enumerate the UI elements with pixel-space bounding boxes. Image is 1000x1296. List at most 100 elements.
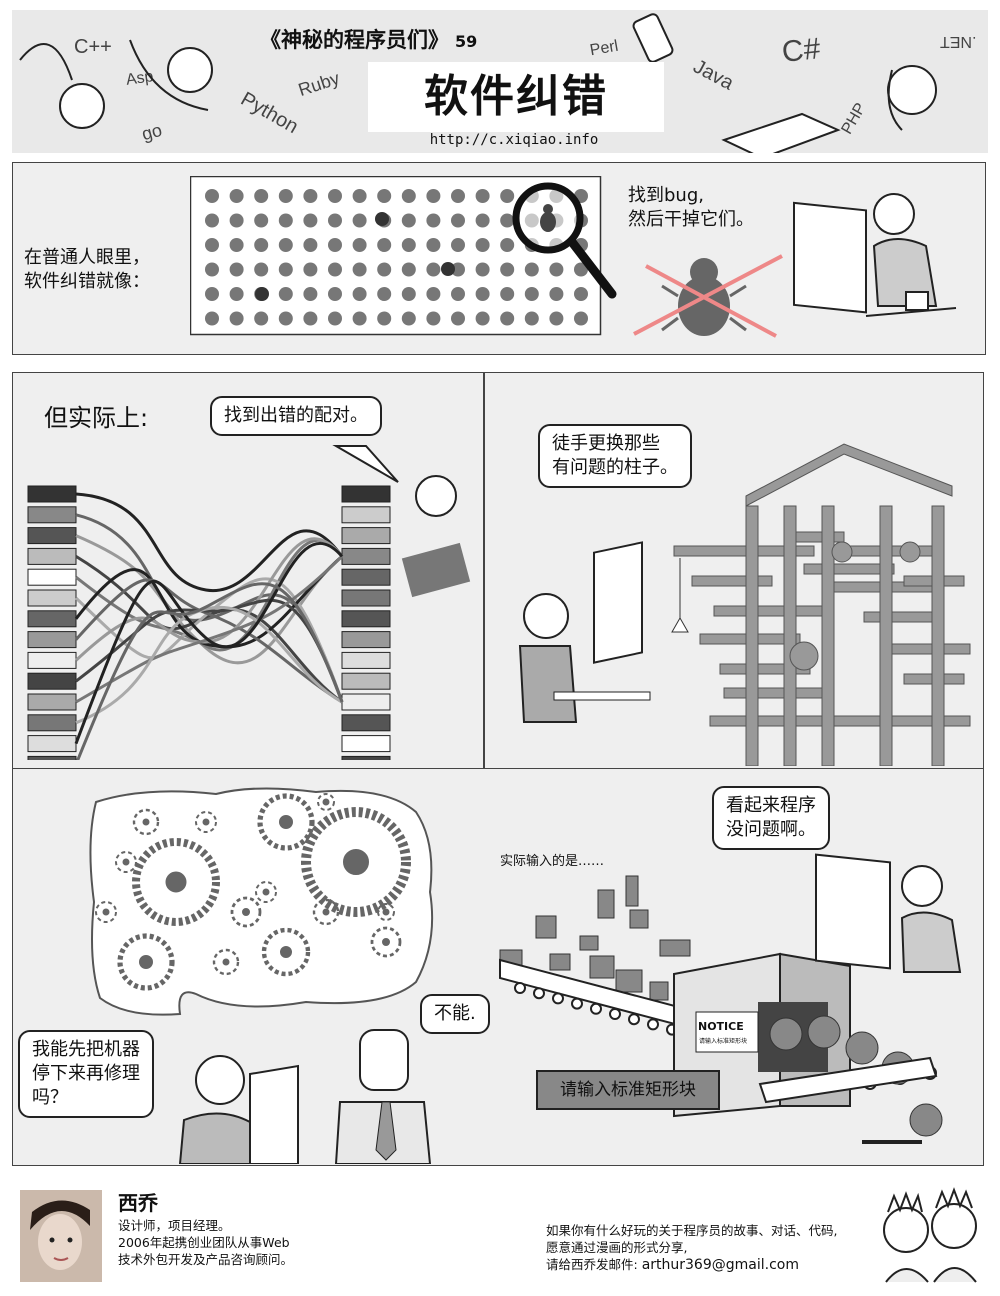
gear-icon xyxy=(257,793,315,851)
episode-number: 59 xyxy=(455,32,478,51)
wire-terminal-left xyxy=(27,589,77,607)
grid-dot xyxy=(401,311,416,326)
gear-hub xyxy=(222,958,230,966)
contact-line: 愿意通过漫画的形式分享, xyxy=(546,1240,688,1255)
gear-hub xyxy=(382,908,390,916)
pillar xyxy=(783,505,797,766)
grid-dot xyxy=(352,189,367,203)
grid-dot xyxy=(475,311,490,326)
panel4-bubble-left: 我能先把机器 停下来再修理 吗？ xyxy=(18,1030,154,1118)
grid-dot xyxy=(500,311,515,326)
grid-dot xyxy=(549,262,564,277)
gear-icon xyxy=(230,896,262,928)
grid-dot xyxy=(426,189,441,203)
input-block xyxy=(659,939,691,957)
grid-dot xyxy=(451,262,465,277)
gear-hub xyxy=(322,908,330,916)
gear-hub xyxy=(279,815,293,829)
grid-dot xyxy=(205,238,219,252)
gear-icon xyxy=(377,903,395,921)
grid-dot xyxy=(254,189,269,203)
wire-terminal-right xyxy=(341,755,391,760)
gear-hub xyxy=(242,908,250,916)
grid-dot xyxy=(303,189,318,203)
grid-dot xyxy=(229,262,244,277)
email-link[interactable]: arthur369@gmail.com xyxy=(641,1257,799,1273)
input-block xyxy=(649,981,669,1001)
wire-terminal-right xyxy=(341,714,391,732)
bio-line: 2006年起携创业团队从事Web xyxy=(118,1235,290,1250)
grid-dot xyxy=(328,262,342,277)
title-box: 软件纠错 xyxy=(368,62,664,132)
laptop-icon xyxy=(721,112,841,153)
grid-dot xyxy=(328,189,342,203)
gear-hub xyxy=(142,818,150,826)
grid-dot xyxy=(426,287,441,301)
bug-icon xyxy=(255,287,269,301)
gear-icon xyxy=(370,926,402,958)
grid-dot xyxy=(352,213,367,228)
panel1-caption: 在普通人眼里， 软件纠错就像： xyxy=(24,247,150,292)
grid-dot xyxy=(278,189,293,203)
panel2-caption: 但实际上: xyxy=(44,404,149,432)
wire-terminal-left xyxy=(27,693,77,711)
grid-dot xyxy=(377,238,392,252)
wire-terminal-right xyxy=(341,651,391,669)
grid-dot xyxy=(278,311,293,326)
lang-cpp: C++ xyxy=(74,36,112,58)
gear-icon xyxy=(117,933,175,991)
grid-dot xyxy=(377,311,392,326)
input-block xyxy=(589,955,615,979)
gear-icon xyxy=(255,881,277,903)
input-block xyxy=(535,915,557,939)
grid-dot xyxy=(451,189,465,203)
gear-hub xyxy=(165,871,187,893)
gear-hub xyxy=(343,849,369,875)
footer-programmers-doodle xyxy=(883,1187,977,1283)
grid-dot xyxy=(278,262,293,277)
gear-icon xyxy=(301,807,411,917)
wire-terminal-left xyxy=(27,547,77,565)
grid-dot xyxy=(205,311,219,326)
grid-dot xyxy=(500,189,515,203)
panel5-bubble: 看起来程序 没问题啊。 xyxy=(712,786,830,850)
gear-icon xyxy=(115,851,137,873)
bug-icon xyxy=(375,212,389,226)
grid-dot xyxy=(426,213,441,228)
beam xyxy=(673,545,815,557)
conveyor-machine xyxy=(499,875,943,1144)
conveyor-roller xyxy=(647,1018,659,1031)
programmer-at-monitor xyxy=(815,853,962,973)
grid-dot xyxy=(500,238,515,252)
grid-dot xyxy=(303,262,318,277)
beam xyxy=(723,687,825,699)
grid-dot xyxy=(426,262,441,277)
panel2-bubble: 找到出错的配对。 xyxy=(210,396,382,436)
conveyor-roller xyxy=(628,1013,640,1026)
author-bio: 设计师，项目经理。 2006年起携创业团队从事Web 技术外包开发及产品咨询顾问… xyxy=(118,1217,293,1268)
dead-bug-icon xyxy=(633,254,783,338)
input-block xyxy=(549,953,571,971)
author-name: 西乔 xyxy=(118,1191,158,1215)
beam xyxy=(691,575,773,587)
wire xyxy=(75,538,344,652)
grid-dot xyxy=(328,238,342,252)
beam xyxy=(713,605,835,617)
input-block xyxy=(615,969,643,993)
contact-email-line: 请给西乔发邮件: arthur369@gmail.com xyxy=(546,1256,837,1274)
grid-dot xyxy=(254,311,269,326)
gear-icon xyxy=(212,948,240,976)
panel5-caption: 实际输入的是…… xyxy=(500,854,605,869)
conveyor-roller xyxy=(571,997,583,1010)
grid-dot xyxy=(401,213,416,228)
wire-terminal-right xyxy=(341,631,391,649)
gear-hub xyxy=(262,888,270,896)
wire-terminal-left xyxy=(27,672,77,690)
site-url[interactable]: http://c.xiqiao.info xyxy=(429,132,599,148)
wire-terminal-left xyxy=(27,527,77,545)
notice-title: NOTICE xyxy=(698,1020,744,1033)
grid-dot xyxy=(401,238,416,252)
beam xyxy=(709,715,971,727)
gear-hub xyxy=(102,908,110,916)
grid-dot xyxy=(451,311,465,326)
